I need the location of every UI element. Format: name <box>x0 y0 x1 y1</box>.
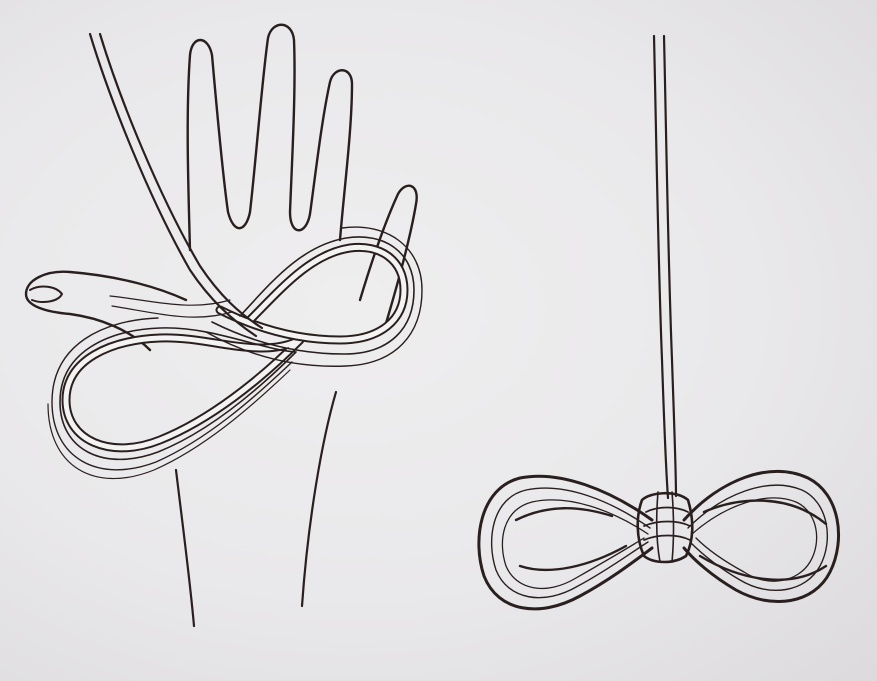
bundle-right-loop <box>684 471 839 601</box>
right-panel-tied-bundle <box>479 36 839 609</box>
wrist-right-edge <box>302 392 336 606</box>
wrist-left-edge <box>176 470 194 626</box>
hand-outline <box>188 25 352 250</box>
left-panel-hand-winding <box>26 25 422 626</box>
thumbnail <box>30 287 62 302</box>
bundle-left-loop <box>479 476 652 609</box>
